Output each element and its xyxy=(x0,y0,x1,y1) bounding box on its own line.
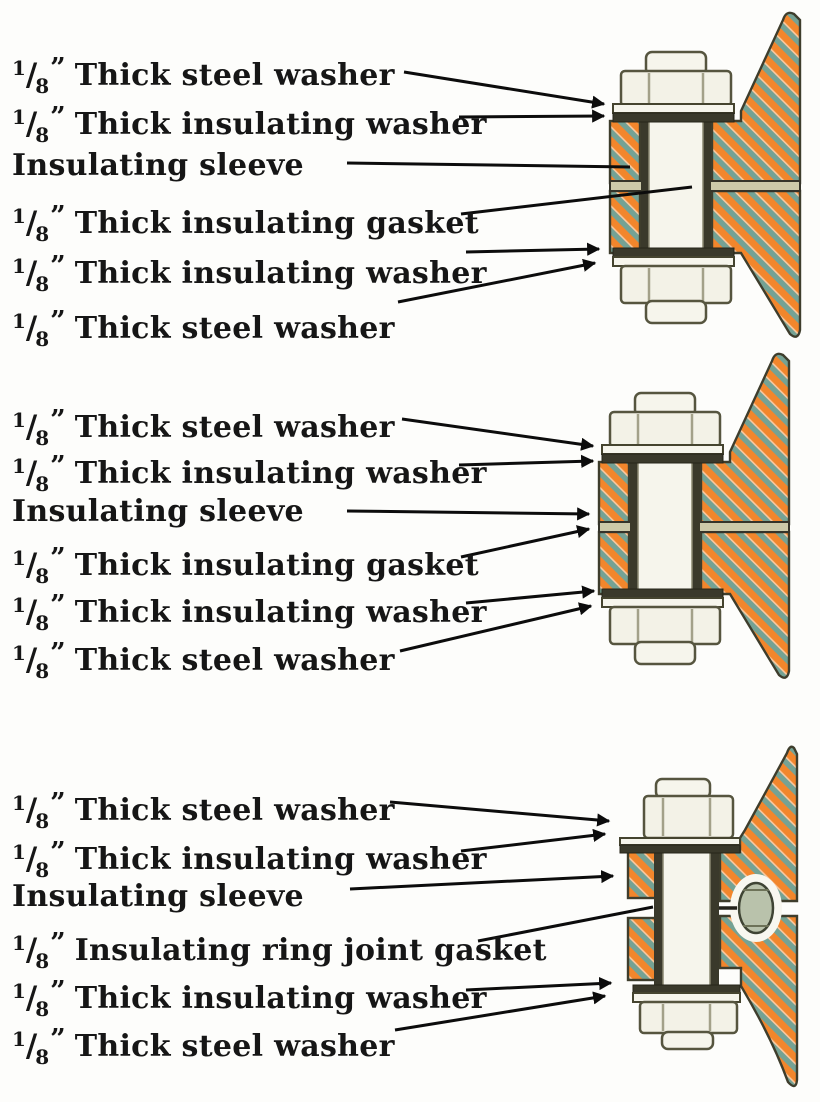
leader-steel-washer-bottom-1 xyxy=(397,258,597,304)
label-steel-washer-top-3: 1/8”Thick steel washer xyxy=(12,788,395,833)
label-insulating-gasket-1: 1/8”Thick insulating gasket xyxy=(12,201,479,246)
ring-joint-gasket xyxy=(737,881,775,935)
label-insulating-washer-top-2: 1/8”Thick insulating washer xyxy=(12,451,487,496)
label-steel-washer-bottom-3: 1/8”Thick steel washer xyxy=(12,1024,395,1069)
lower-flange-rim xyxy=(626,916,660,982)
one-eighth-fraction: 1/8 xyxy=(12,105,50,147)
leader-insulating-washer-top-2 xyxy=(458,454,595,468)
lower-flange-hub xyxy=(718,914,799,1088)
insulating-sleeve-left xyxy=(654,852,663,985)
label-insulating-washer-top-1: 1/8”Thick insulating washer xyxy=(12,102,487,147)
one-eighth-fraction: 1/8 xyxy=(12,56,50,98)
insulating-sleeve-right xyxy=(710,852,719,985)
hex-head-facets xyxy=(661,798,712,836)
one-eighth-fraction: 1/8 xyxy=(12,641,50,683)
hex-nut-bottom xyxy=(638,1000,739,1035)
leader-lines xyxy=(346,70,693,1032)
one-eighth-fraction: 1/8 xyxy=(12,593,50,635)
one-eighth-fraction: 1/8 xyxy=(12,546,50,588)
leader-insulating-washer-bottom-1 xyxy=(465,242,601,256)
leader-steel-washer-top-3 xyxy=(389,800,611,827)
label-insulating-sleeve-3: Insulating sleeve xyxy=(12,879,304,914)
leader-insulating-gasket-1 xyxy=(460,185,693,216)
label-insulating-washer-bottom-2: 1/8”Thick insulating washer xyxy=(12,590,487,635)
label-insulating-washer-bottom-1: 1/8”Thick insulating washer xyxy=(12,251,487,296)
flange-assembly-bottom-ring-joint xyxy=(619,745,799,1088)
one-eighth-fraction: 1/8 xyxy=(12,979,50,1021)
leader-steel-washer-bottom-3 xyxy=(394,991,607,1032)
flange-assembly-top xyxy=(608,11,802,338)
one-eighth-fraction: 1/8 xyxy=(12,791,50,833)
leader-ring-joint-gasket-3 xyxy=(477,905,654,943)
insulating-washer-bottom xyxy=(632,984,741,994)
label-insulating-gasket-2: 1/8”Thick insulating gasket xyxy=(12,543,479,588)
leader-insulating-gasket-2 xyxy=(460,525,591,559)
label-insulating-sleeve-1: Insulating sleeve xyxy=(12,148,304,183)
leader-steel-washer-bottom-2 xyxy=(399,602,593,653)
upper-flange-hub xyxy=(718,745,799,903)
label-steel-washer-top-1: 1/8”Thick steel washer xyxy=(12,53,395,98)
leader-insulating-washer-top-3 xyxy=(460,828,607,853)
leader-insulating-washer-top-1 xyxy=(458,109,606,123)
one-eighth-fraction: 1/8 xyxy=(12,454,50,496)
one-eighth-fraction: 1/8 xyxy=(12,1027,50,1069)
label-insulating-washer-top-3: 1/8”Thick insulating washer xyxy=(12,837,487,882)
label-steel-washer-top-2: 1/8”Thick steel washer xyxy=(12,405,395,450)
leader-steel-washer-top-2 xyxy=(401,417,595,451)
one-eighth-fraction: 1/8 xyxy=(12,309,50,351)
flange-assembly-middle xyxy=(597,352,791,679)
bolt-bottom-stub xyxy=(660,1030,715,1051)
hex-nut-bottom-facets xyxy=(661,1004,712,1031)
one-eighth-fraction: 1/8 xyxy=(12,931,50,973)
label-insulating-sleeve-2: Insulating sleeve xyxy=(12,494,304,529)
upper-flange-rim xyxy=(626,850,660,900)
leader-steel-washer-top-1 xyxy=(403,70,606,109)
label-steel-washer-bottom-1: 1/8”Thick steel washer xyxy=(12,306,395,351)
hex-head xyxy=(642,794,735,840)
steel-washer-bottom xyxy=(632,992,741,1003)
label-steel-washer-bottom-2: 1/8”Thick steel washer xyxy=(12,638,395,683)
ring-joint-gasket-flats xyxy=(743,889,769,927)
one-eighth-fraction: 1/8 xyxy=(12,204,50,246)
steel-washer-top xyxy=(619,837,741,846)
label-ring-joint-gasket-3: 1/8”Insulating ring joint gasket xyxy=(12,928,547,973)
insulating-washer-top xyxy=(619,844,741,854)
label-insulating-washer-bottom-3: 1/8”Thick insulating washer xyxy=(12,976,487,1021)
leader-insulating-sleeve-2 xyxy=(346,507,591,521)
leader-insulating-washer-bottom-3 xyxy=(465,976,613,992)
one-eighth-fraction: 1/8 xyxy=(12,408,50,450)
one-eighth-fraction: 1/8 xyxy=(12,254,50,296)
leader-insulating-sleeve-3 xyxy=(349,869,615,891)
leader-insulating-washer-bottom-2 xyxy=(465,585,596,605)
leader-insulating-sleeve-1 xyxy=(346,161,631,169)
one-eighth-fraction: 1/8 xyxy=(12,840,50,882)
